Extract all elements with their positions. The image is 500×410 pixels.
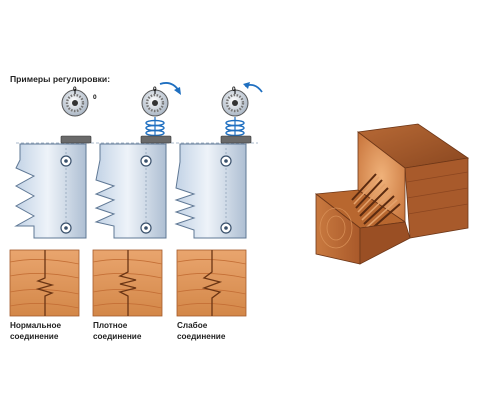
panel-tight: 0 Плотное соединение [92, 82, 181, 341]
adjustment-heading: Примеры регулировки: [10, 74, 110, 84]
dial-mark-side: 0 [93, 94, 97, 101]
spindle-cap [60, 135, 92, 144]
bolt-hole-icon [60, 222, 72, 234]
wood-grain-icon [9, 249, 80, 317]
cutter-blade [174, 143, 247, 239]
adjustment-dial-icon [61, 89, 89, 117]
bolt-hole-icon [140, 155, 152, 167]
spindle-cap [220, 135, 252, 144]
dial-mark-top: 0 [232, 86, 236, 93]
cutter-blade [14, 143, 87, 239]
rotation-arrow-icon [243, 82, 263, 93]
caption-loose-line2: соединение [177, 332, 226, 341]
spring-coil-icon [145, 117, 165, 137]
spindle-cap [140, 135, 172, 144]
spring-coil-icon [225, 117, 245, 137]
wood-grain-icon [92, 249, 163, 317]
caption-tight-line2: соединение [93, 332, 142, 341]
bolt-hole-icon [220, 222, 232, 234]
adjustment-dial-icon [141, 89, 169, 117]
dial-mark-top: 0 [153, 86, 157, 93]
dial-mark-top: 0 [73, 86, 77, 93]
wood-grain-icon [176, 249, 247, 317]
rotation-arrow-icon [159, 82, 181, 95]
panel-loose: 0 Слабое соединение [174, 82, 263, 341]
adjustment-dial-icon [221, 89, 249, 117]
panel-normal: 0 0 Нормальное соединение [9, 86, 97, 341]
caption-normal-line2: соединение [10, 332, 59, 341]
bolt-hole-icon [60, 155, 72, 167]
caption-normal-line1: Нормальное [10, 321, 61, 330]
finger-joint-wood-block [314, 123, 470, 265]
cutter-blade [94, 143, 167, 239]
bolt-hole-icon [220, 155, 232, 167]
bolt-hole-icon [140, 222, 152, 234]
caption-tight-line1: Плотное [93, 321, 128, 330]
caption-loose-line1: Слабое [177, 320, 208, 330]
